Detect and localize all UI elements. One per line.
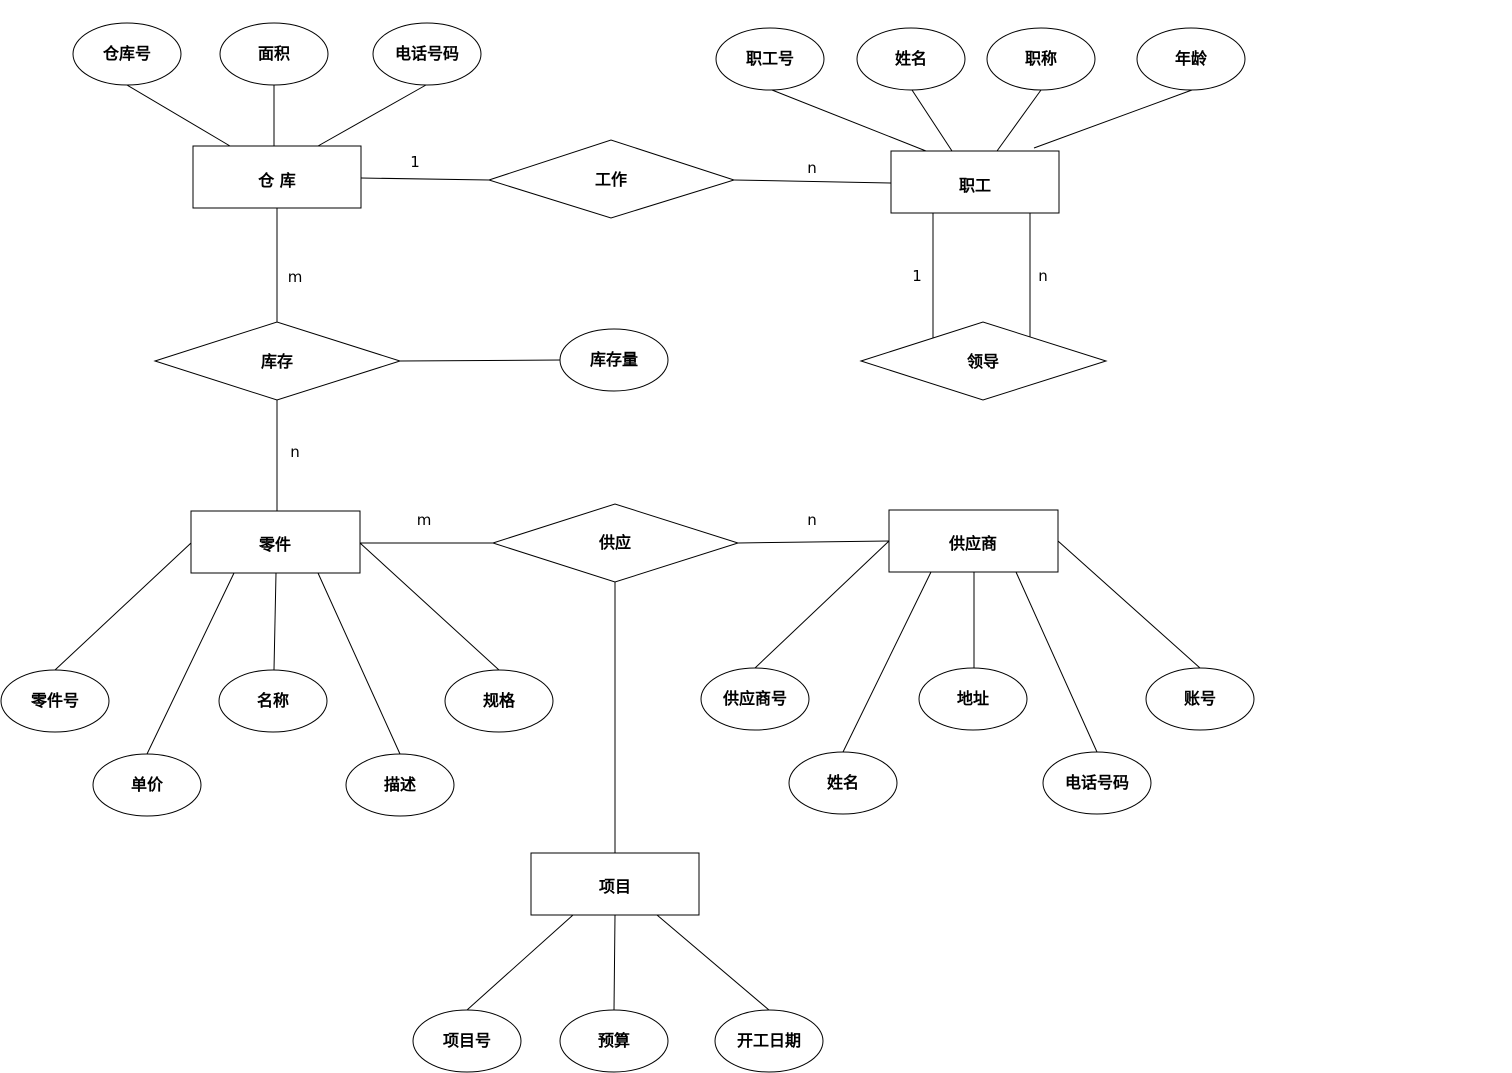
- attribute-stock-qty-label: 库存量: [590, 350, 638, 369]
- attribute-description[interactable]: 描述: [345, 753, 455, 817]
- attribute-supplier-no[interactable]: 供应商号: [700, 667, 810, 731]
- cardinality-stock-warehouse: m: [288, 268, 303, 286]
- attribute-supplier-no-label: 供应商号: [722, 689, 787, 708]
- relationship-lead[interactable]: 领导: [859, 321, 1108, 401]
- attribute-address-label: 地址: [957, 689, 989, 708]
- cardinality-work-warehouse: 1: [410, 153, 420, 171]
- attribute-description-label: 描述: [384, 775, 416, 794]
- attribute-unit-price[interactable]: 单价: [92, 753, 202, 817]
- attribute-supplier-name-label: 姓名: [827, 773, 859, 792]
- cardinality-supply-part: m: [417, 511, 432, 529]
- connector-lines: [54, 84, 1201, 1011]
- attribute-unit-price-label: 单价: [131, 775, 164, 794]
- attribute-area-label: 面积: [258, 44, 290, 63]
- cardinality-lead-left: 1: [912, 267, 922, 285]
- relationship-lead-label: 领导: [967, 352, 999, 371]
- relationship-stock[interactable]: 库存: [153, 321, 402, 401]
- relationship-stock-label: 库存: [261, 352, 293, 371]
- entity-warehouse-label: 仓 库: [257, 171, 296, 190]
- attribute-supplier-phone[interactable]: 电话号码: [1042, 751, 1152, 815]
- relationship-work[interactable]: 工作: [487, 139, 736, 219]
- cardinality-supply-supplier: n: [807, 511, 817, 529]
- attribute-supplier-name[interactable]: 姓名: [788, 751, 898, 815]
- cardinality-lead-right: n: [1038, 267, 1048, 285]
- attribute-project-no-label: 项目号: [443, 1031, 491, 1050]
- attribute-employee-no[interactable]: 职工号: [715, 27, 825, 91]
- attribute-part-name-label: 名称: [257, 691, 289, 710]
- attribute-start-date-label: 开工日期: [737, 1031, 801, 1050]
- relationship-supply-label: 供应: [598, 533, 631, 552]
- attribute-area[interactable]: 面积: [219, 22, 329, 86]
- attribute-warehouse-phone-label: 电话号码: [395, 44, 459, 63]
- attribute-budget[interactable]: 预算: [559, 1009, 669, 1073]
- attribute-employee-no-label: 职工号: [746, 49, 794, 68]
- entity-supplier-label: 供应商: [948, 534, 997, 553]
- entity-project-label: 项目: [599, 877, 631, 896]
- cardinality-stock-part: n: [290, 443, 300, 461]
- attribute-supplier-phone-label: 电话号码: [1065, 773, 1129, 792]
- relationship-work-label: 工作: [595, 170, 627, 189]
- attribute-employee-name-label: 姓名: [895, 49, 927, 68]
- attribute-warehouse-phone[interactable]: 电话号码: [372, 22, 482, 86]
- attribute-warehouse-no-label: 仓库号: [102, 44, 151, 63]
- attribute-title-label: 职称: [1025, 49, 1057, 68]
- attribute-account[interactable]: 账号: [1145, 667, 1255, 731]
- attribute-account-label: 账号: [1184, 689, 1216, 708]
- attribute-age-label: 年龄: [1175, 49, 1208, 68]
- attribute-spec[interactable]: 规格: [444, 669, 554, 733]
- entity-employee[interactable]: 职工: [890, 150, 1060, 214]
- entity-project[interactable]: 项目: [530, 852, 700, 916]
- relationship-supply[interactable]: 供应: [491, 503, 740, 583]
- attribute-address[interactable]: 地址: [918, 667, 1028, 731]
- attribute-start-date[interactable]: 开工日期: [714, 1009, 824, 1073]
- attribute-project-no[interactable]: 项目号: [412, 1009, 522, 1073]
- attribute-employee-name[interactable]: 姓名: [856, 27, 966, 91]
- entity-part[interactable]: 零件: [190, 510, 361, 574]
- attribute-title[interactable]: 职称: [986, 27, 1096, 91]
- attribute-stock-qty[interactable]: 库存量: [559, 328, 669, 392]
- attribute-warehouse-no[interactable]: 仓库号: [72, 22, 182, 86]
- entity-part-label: 零件: [258, 535, 291, 554]
- entity-warehouse[interactable]: 仓 库: [192, 145, 362, 209]
- entity-employee-label: 职工: [959, 176, 991, 195]
- attribute-part-name[interactable]: 名称: [218, 669, 328, 733]
- entity-supplier[interactable]: 供应商: [888, 509, 1059, 573]
- attribute-spec-label: 规格: [483, 691, 516, 710]
- cardinality-work-employee: n: [807, 159, 817, 177]
- attribute-part-no-label: 零件号: [30, 691, 79, 710]
- attribute-age[interactable]: 年龄: [1136, 27, 1246, 91]
- attribute-part-no[interactable]: 零件号: [0, 669, 110, 733]
- cardinality-labels: 1 n m n 1 n m n: [288, 153, 1048, 529]
- attribute-budget-label: 预算: [598, 1031, 630, 1050]
